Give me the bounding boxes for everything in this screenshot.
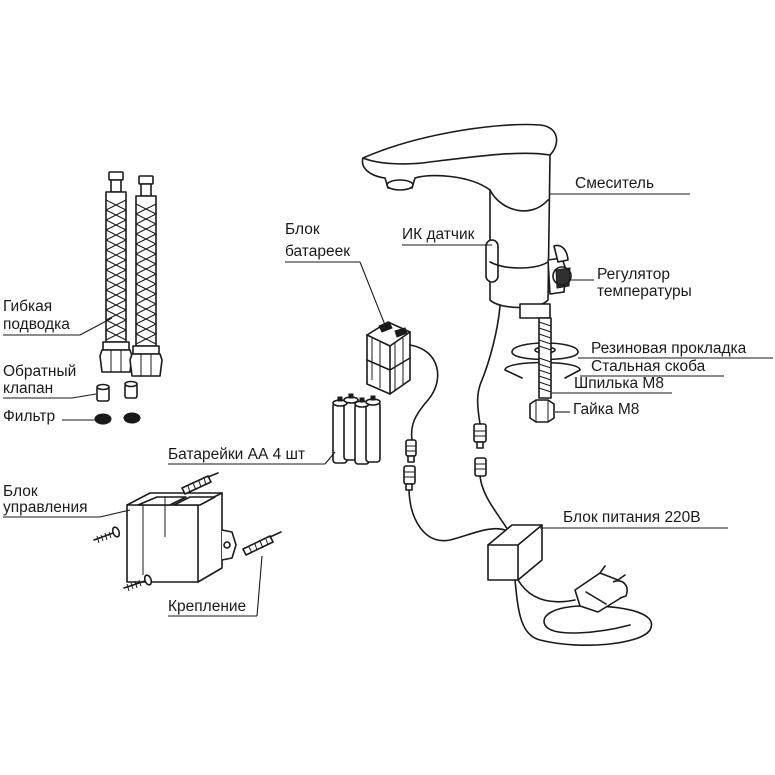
label-control-block-line1: Блок [3, 483, 38, 500]
battery-pack [366, 321, 439, 463]
power-supply-wiring [403, 457, 653, 646]
label-flexible-hose-line1: Гибкая [3, 298, 52, 315]
label-check-valve-line1: Обратный [3, 363, 76, 380]
label-battery-pack-line1: Блок [285, 221, 320, 238]
aa-batteries [332, 393, 381, 465]
check-valves [96, 380, 138, 402]
control-block [126, 492, 237, 583]
label-steel-bracket: Стальная скоба [591, 358, 706, 375]
label-batteries: Батарейки АА 4 шт [168, 446, 305, 463]
label-stud-m8: Шпилька М8 [574, 375, 664, 392]
label-ir-sensor: ИК датчик [402, 226, 475, 243]
label-flexible-hose-line2: подводка [3, 316, 70, 333]
label-temp-regulator-line1: Регулятор [597, 266, 670, 283]
label-check-valve-line2: клапан [3, 380, 53, 397]
label-mixer: Смеситель [575, 175, 654, 192]
label-nut-m8: Гайка М8 [573, 401, 639, 418]
filters [94, 412, 141, 425]
label-temp-regulator-line2: температуры [597, 283, 692, 300]
mounting-screws [93, 526, 153, 592]
flexible-hoses [99, 171, 163, 377]
label-control-block-line2: управления [3, 499, 88, 516]
label-filter: Фильтр [3, 408, 55, 425]
label-mounting: Крепление [168, 598, 246, 615]
label-rubber-gasket: Резиновая прокладка [591, 340, 747, 357]
wall-plugs [181, 472, 282, 556]
label-battery-pack-line2: батареек [285, 243, 350, 260]
label-power-supply: Блок питания 220В [563, 509, 701, 526]
faucet-body [361, 123, 581, 449]
